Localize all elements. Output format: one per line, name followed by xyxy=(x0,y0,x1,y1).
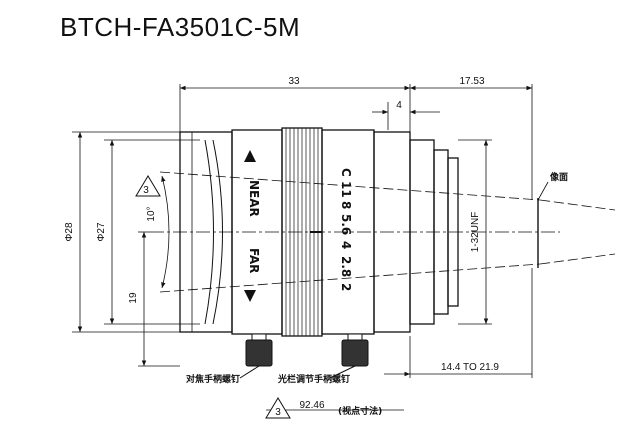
dim-mount-step: 4 xyxy=(396,100,402,111)
far-arrow-icon xyxy=(244,290,256,302)
aperture-value: 4 xyxy=(339,241,353,249)
dim-angle: 10° xyxy=(146,206,157,221)
aperture-value: C xyxy=(339,168,353,177)
drawing-title: BTCH-FA3501C-5M xyxy=(60,12,301,42)
dim-flange-range: 14.4 TO 21.9 xyxy=(441,362,499,373)
dim-back-focus: 17.53 xyxy=(459,76,484,87)
dimension-lines xyxy=(72,84,533,411)
dim-inner-diameter: Φ27 xyxy=(96,222,107,242)
note-marker: 3 xyxy=(265,397,291,419)
iris-screw-label: 光栏调节手柄螺钉 xyxy=(277,373,350,385)
fov-note: (视点寸法) xyxy=(338,405,382,417)
dim-height: 19 xyxy=(128,292,139,304)
iris-thumbscrew xyxy=(329,333,369,379)
aperture-scale: C 11 8 5.6 4 2.8 2 xyxy=(339,168,353,291)
dim-total-length: 33 xyxy=(288,76,300,87)
focus-screw-label: 对焦手柄螺钉 xyxy=(186,373,240,385)
dim-outer-diameter: Φ28 xyxy=(64,222,75,242)
image-plane-label: 像面 xyxy=(549,171,568,183)
aperture-value: 2.8 xyxy=(339,256,353,277)
focus-thumbscrew xyxy=(239,333,273,379)
aperture-value: 11 xyxy=(339,181,353,198)
far-label: FAR xyxy=(247,248,261,273)
svg-text:3: 3 xyxy=(275,407,281,418)
aperture-value: 8 xyxy=(339,201,353,209)
dim-thread: 1-32UNF xyxy=(470,212,481,253)
note-marker: 3 xyxy=(135,175,161,197)
field-of-view-lines xyxy=(159,171,616,293)
dim-field-of-view: 92.46 xyxy=(299,400,324,411)
svg-text:3: 3 xyxy=(143,185,149,196)
near-arrow-icon xyxy=(244,150,256,162)
aperture-value: 2 xyxy=(339,283,353,291)
aperture-value: 5.6 xyxy=(339,214,353,235)
image-plane-leader xyxy=(537,181,549,201)
near-label: NEAR xyxy=(247,180,261,217)
